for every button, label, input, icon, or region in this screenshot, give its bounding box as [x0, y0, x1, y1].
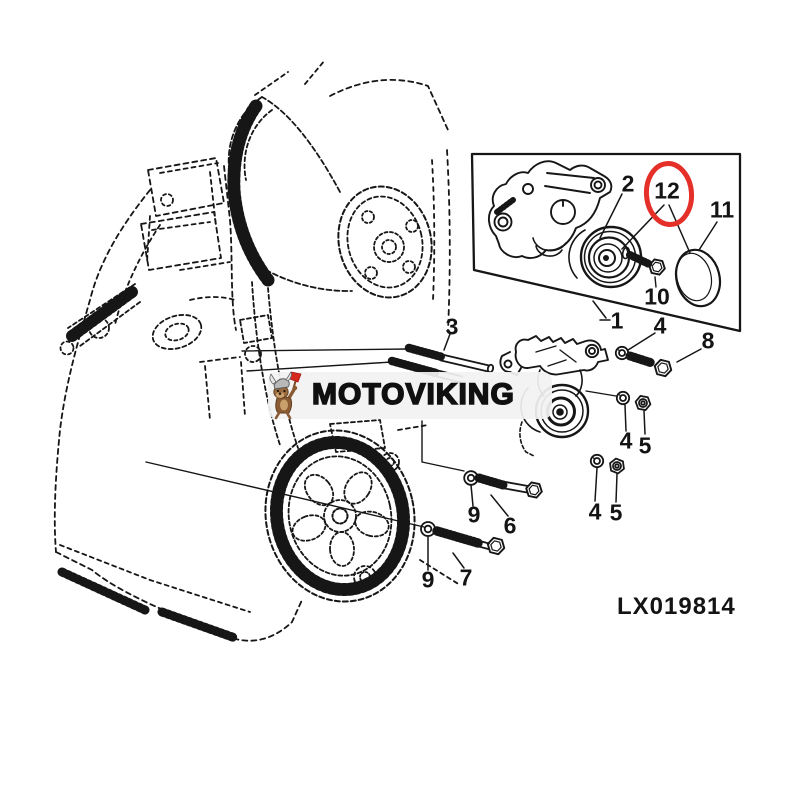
part-callout-9b: 9 — [421, 566, 435, 593]
part-callout-12: 12 — [654, 177, 680, 204]
bolt-8 — [625, 351, 673, 378]
part-callout-9a: 9 — [467, 501, 481, 528]
part-callout-11: 11 — [709, 196, 735, 223]
drawing-code-text: LX019814 — [617, 593, 736, 620]
part-callout-5c: 5 — [609, 499, 623, 526]
detail-box-leaders — [599, 193, 718, 254]
viking-bulldog-axe-icon — [269, 371, 302, 420]
part-callout-4c: 4 — [588, 498, 602, 525]
washer-4-mid — [615, 390, 631, 406]
stud-bolts-3 — [387, 343, 495, 384]
bolt-7 — [432, 526, 506, 556]
tensioner-bracket-detail — [488, 160, 613, 259]
watermark-brand-text: MOTOVIKING — [311, 377, 515, 412]
part-callout-4b: 4 — [619, 427, 633, 454]
part-callout-3: 3 — [445, 313, 459, 340]
cap-11 — [674, 248, 722, 308]
bolt-10 — [621, 246, 666, 288]
mount-leader-lines — [145, 348, 465, 528]
part-callout-1: 1 — [610, 307, 624, 334]
lower-pulley-sketch — [264, 429, 416, 603]
part-callout-10: 10 — [644, 283, 670, 310]
upper-pulley-sketch — [227, 96, 433, 449]
part-callout-7: 7 — [459, 564, 473, 591]
highlight-ellipse-part-12 — [643, 161, 695, 227]
detail-box — [470, 152, 742, 333]
part-callout-4a: 4 — [653, 312, 667, 339]
part-callout-5b: 5 — [638, 432, 652, 459]
part-callout-8: 8 — [701, 327, 715, 354]
watermark-band — [268, 372, 552, 419]
washer-4-low — [589, 453, 605, 469]
engine-block-sketch — [53, 59, 461, 643]
nut-5-low — [609, 457, 625, 475]
nut-5-mid — [634, 395, 652, 411]
bolt-6 — [474, 473, 543, 499]
callout-leader-lines — [427, 300, 702, 571]
part-callout-6: 6 — [503, 512, 517, 539]
part-callout-2: 2 — [621, 170, 635, 197]
